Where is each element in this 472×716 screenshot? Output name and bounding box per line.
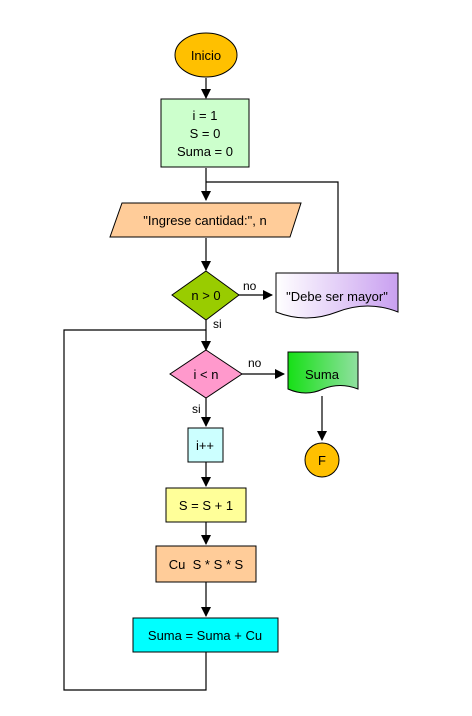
output-label: Suma — [305, 367, 340, 382]
end-label: F — [318, 453, 326, 468]
increment-label: i++ — [196, 438, 214, 453]
end-node: F — [304, 442, 340, 478]
connectors — [63, 78, 339, 691]
cu-step-process: Cu S * S * S — [155, 545, 257, 583]
decision-n-label: n > 0 — [191, 288, 220, 303]
start-node: Inicio — [174, 32, 238, 78]
error-message-label: "Debe ser mayor" — [286, 289, 388, 304]
loop-back-error — [206, 181, 339, 272]
decision-n-si-label: si — [213, 317, 222, 331]
increment-process: i++ — [187, 427, 224, 463]
decision-i-si-label: si — [192, 402, 201, 416]
cu-step-label: Cu S * S * S — [169, 557, 244, 572]
suma-step-process: Suma = Suma + Cu — [132, 617, 279, 653]
init-process: i = 1 S = 0 Suma = 0 — [160, 98, 250, 168]
error-message-node: "Debe ser mayor" — [275, 272, 399, 319]
decision-n: n > 0 — [171, 270, 240, 321]
input-node: "Ingrese cantidad:", n — [109, 202, 302, 238]
decision-i: i < n — [169, 349, 243, 399]
output-node: Suma — [287, 351, 359, 394]
start-label: Inicio — [191, 48, 221, 63]
s-step-label: S = S + 1 — [179, 498, 233, 513]
init-line-3: Suma = 0 — [177, 144, 233, 159]
input-label: "Ingrese cantidad:", n — [143, 213, 266, 228]
loop-back-main — [63, 329, 207, 691]
init-line-1: i = 1 — [193, 108, 218, 123]
s-step-process: S = S + 1 — [165, 487, 247, 523]
init-line-2: S = 0 — [190, 126, 221, 141]
suma-step-label: Suma = Suma + Cu — [148, 628, 262, 643]
decision-i-no-label: no — [248, 356, 262, 370]
decision-i-label: i < n — [194, 367, 219, 382]
decision-n-no-label: no — [243, 279, 257, 293]
